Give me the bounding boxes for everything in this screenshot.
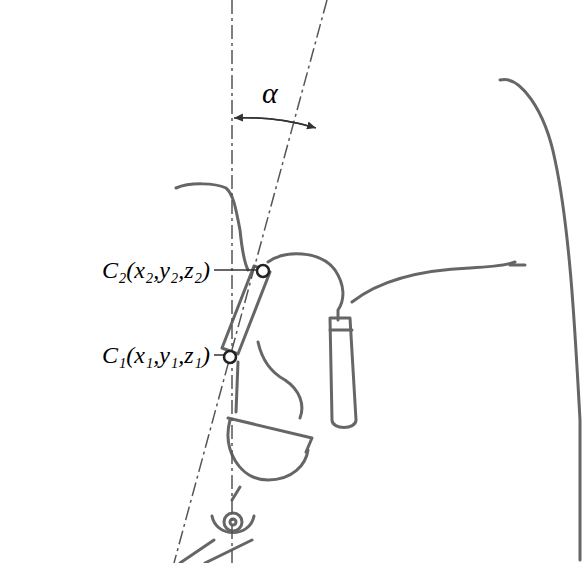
point-label: C₁(x₁,y₁,z₁) — [102, 342, 210, 368]
angle-symbol: α — [262, 76, 278, 109]
point-label: C₂(x₂,y₂,z₂) — [102, 257, 210, 283]
